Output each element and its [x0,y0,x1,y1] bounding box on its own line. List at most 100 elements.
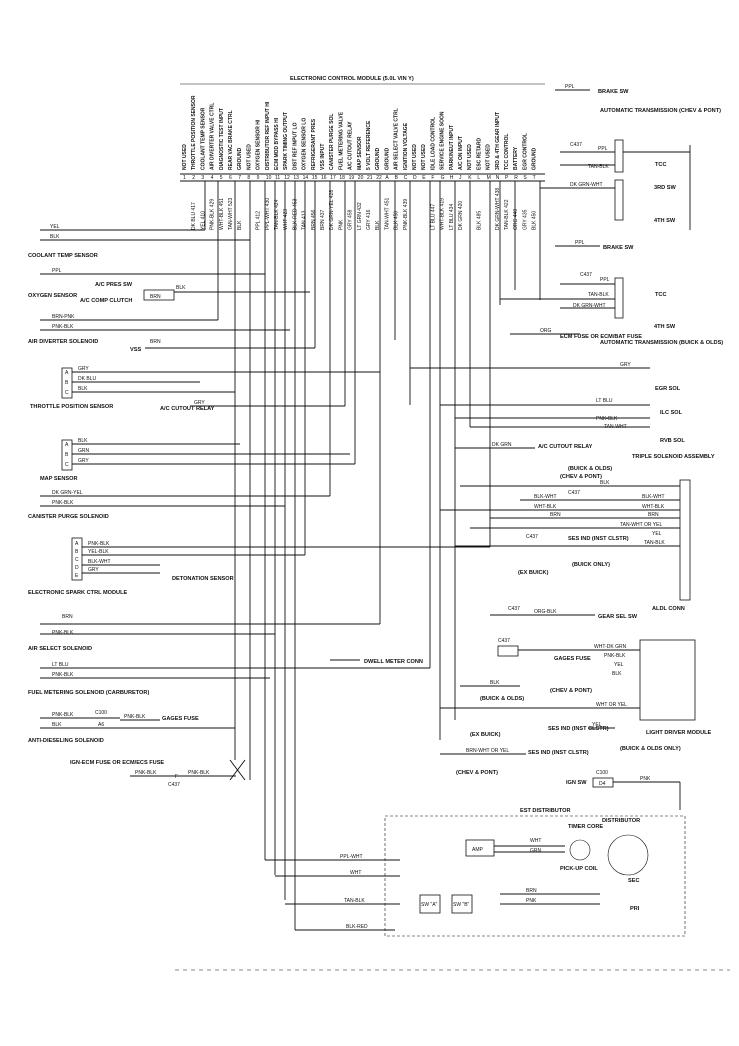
svg-text:C100: C100 [596,770,608,776]
fuel-metering-solenoid: LT BLU PNK-BLK FUEL METERING SOLENOID (C… [28,662,430,696]
ecm-pin-wire: PNK-BLK 439 [403,199,409,230]
ecm-pin-wire: LT BLU 447 [430,204,436,230]
svg-text:DK GRN-WHT: DK GRN-WHT [570,182,603,188]
auto-trans-chev-pont: PPL BRAKE SW AUTOMATIC TRANSMISSION (CHE… [540,84,721,230]
svg-text:ANTI-DIESELING SOLENOID: ANTI-DIESELING SOLENOID [28,738,104,744]
ecm-pin-number: 13 [293,175,299,181]
ecm-pin-number: 7 [238,175,241,181]
ecm-pin-wire: TAN-WHT 451 [384,197,390,230]
svg-text:B: B [65,452,69,458]
svg-text:WHT OR YEL: WHT OR YEL [596,702,627,708]
ecm-pin-number: 19 [349,175,355,181]
ecm-pin-function: GROUND [532,147,538,170]
ecm-pin-number: 15 [312,175,318,181]
ecm-pin-function: TCC CONTROL [504,134,510,170]
ecm-pin-wire: TAN-BLK 424 [274,199,280,230]
svg-text:WHT: WHT [350,870,361,876]
svg-text:TIMER CORE: TIMER CORE [568,824,603,830]
svg-text:PNK: PNK [526,898,537,904]
svg-text:3RD SW: 3RD SW [654,185,676,191]
svg-text:YEL-BLK: YEL-BLK [88,549,109,555]
svg-text:C437: C437 [498,638,510,644]
svg-text:TAN-BLK: TAN-BLK [588,292,609,298]
ecm-pin-wire: ORG 440 [513,209,519,230]
ecm-pin-wire: LT GRN 432 [357,202,363,230]
svg-text:BLK-RED: BLK-RED [346,924,368,930]
ecm-pin-function: 3RD & 4TH GEAR INPUT [495,112,501,170]
ecm-pin-number: 17 [330,175,336,181]
ecm-pin-number: 18 [339,175,345,181]
svg-text:ECM FUSE OR ECM/BAT FUSE: ECM FUSE OR ECM/BAT FUSE [560,334,642,340]
svg-text:DK GRN-YEL: DK GRN-YEL [52,490,83,496]
svg-text:MAP SENSOR: MAP SENSOR [40,476,78,482]
svg-text:SES IND (INST CLSTR): SES IND (INST CLSTR) [568,536,629,542]
svg-text:PICK-UP COIL: PICK-UP COIL [560,866,598,872]
svg-text:IGN-ECM FUSE OR ECM/ECS FUSE: IGN-ECM FUSE OR ECM/ECS FUSE [70,760,164,766]
svg-text:DK GRN: DK GRN [492,442,512,448]
ecm-pin-function: AIR DIVERTER VALVE CTRL [210,103,216,170]
svg-text:BRAKE SW: BRAKE SW [603,245,634,251]
svg-text:EST DISTRIBUTOR: EST DISTRIBUTOR [520,808,571,814]
ecm-pin-wire: WHT 423 [283,209,289,230]
svg-text:(CHEV & PONT): (CHEV & PONT) [560,474,602,480]
svg-text:BRN-WHT OR YEL: BRN-WHT OR YEL [466,748,509,754]
ecm-pin-wire: BLK [237,220,243,230]
svg-text:WHT: WHT [530,838,541,844]
svg-text:C437: C437 [168,782,180,788]
svg-text:BRN: BRN [62,614,73,620]
svg-text:TAN-WHT OR YEL: TAN-WHT OR YEL [620,522,662,528]
svg-text:ORG-BLK: ORG-BLK [534,609,557,615]
ecm-pin-wire: PPL-WHT 430 [265,198,271,230]
air-diverter-solenoid: BRN-PNK PNK-BLK AIR DIVERTER SOLENOID VS… [28,314,315,353]
svg-text:PPL-WHT: PPL-WHT [340,854,363,860]
svg-text:GRY: GRY [78,366,89,372]
ecm-pin-number: E [422,175,426,181]
svg-text:PRI: PRI [630,906,640,912]
svg-text:AIR DIVERTER SOLENOID: AIR DIVERTER SOLENOID [28,339,98,345]
ecm-pin-function: NOT USED [486,144,492,170]
svg-text:DK BLU: DK BLU [78,376,96,382]
svg-text:C437: C437 [580,272,592,278]
svg-text:(BUICK & OLDS): (BUICK & OLDS) [568,466,612,472]
svg-text:C437: C437 [526,534,538,540]
svg-text:BLK: BLK [78,438,88,444]
ecm-pin-function: OXYGEN SENSOR LO [302,118,308,170]
ecm-pin-function: BATTERY [513,146,519,170]
svg-text:BLK-WHT: BLK-WHT [534,494,557,500]
ecm-pin-number: 4 [211,175,214,181]
svg-text:BLK: BLK [52,722,62,728]
svg-text:PPL: PPL [600,277,610,283]
ecm-pin-wire: PPL 412 [256,211,262,230]
ecm-pin-function: A/C CUTOUT RELAY [348,121,354,170]
svg-text:C: C [65,462,69,468]
ecm-pin-function: REFRIGERANT PRES [311,118,317,170]
ecm-pin-number: 5 [220,175,223,181]
ecm-pin-function: A/C ON INPUT [458,136,464,170]
svg-text:PNK: PNK [640,776,651,782]
svg-text:BRN-PNK: BRN-PNK [52,314,75,320]
ecm-pin-function: GROUND [375,147,381,170]
ecm-pin-number: 22 [376,175,382,181]
ecm-pin-number: H [450,175,454,181]
svg-text:C: C [75,557,79,563]
ecm-pin-number: 1 [183,175,186,181]
svg-text:PPL: PPL [565,84,575,90]
ecm-pin-number: 2 [192,175,195,181]
svg-text:C: C [65,390,69,396]
svg-text:A6: A6 [98,722,104,728]
ecm-pin-function: NOT USED [412,144,418,170]
svg-text:YEL: YEL [614,662,624,668]
ecm-pin-number: N [496,175,500,181]
svg-text:PNK-BLK: PNK-BLK [52,500,74,506]
ecm-pin-number: 3 [201,175,204,181]
ecm-pin-function: THROTTLE POSITION SENSOR [191,95,197,170]
ecm-pin-number: 14 [303,175,309,181]
ecm-pin-number: 9 [257,175,260,181]
svg-text:B: B [65,380,69,386]
svg-text:TAN-BLK: TAN-BLK [644,540,665,546]
ecm-title: ELECTRONIC CONTROL MODULE (5.0L VIN Y) [290,76,414,82]
aldl-section: (BUICK & OLDS) (CHEV & PONT) BLK BLK-WHT… [440,466,691,612]
svg-text:YEL: YEL [592,722,602,728]
ecm-pin-wire: WHT-BLK 419 [440,198,446,230]
svg-text:WHT-DK GRN: WHT-DK GRN [594,644,627,650]
